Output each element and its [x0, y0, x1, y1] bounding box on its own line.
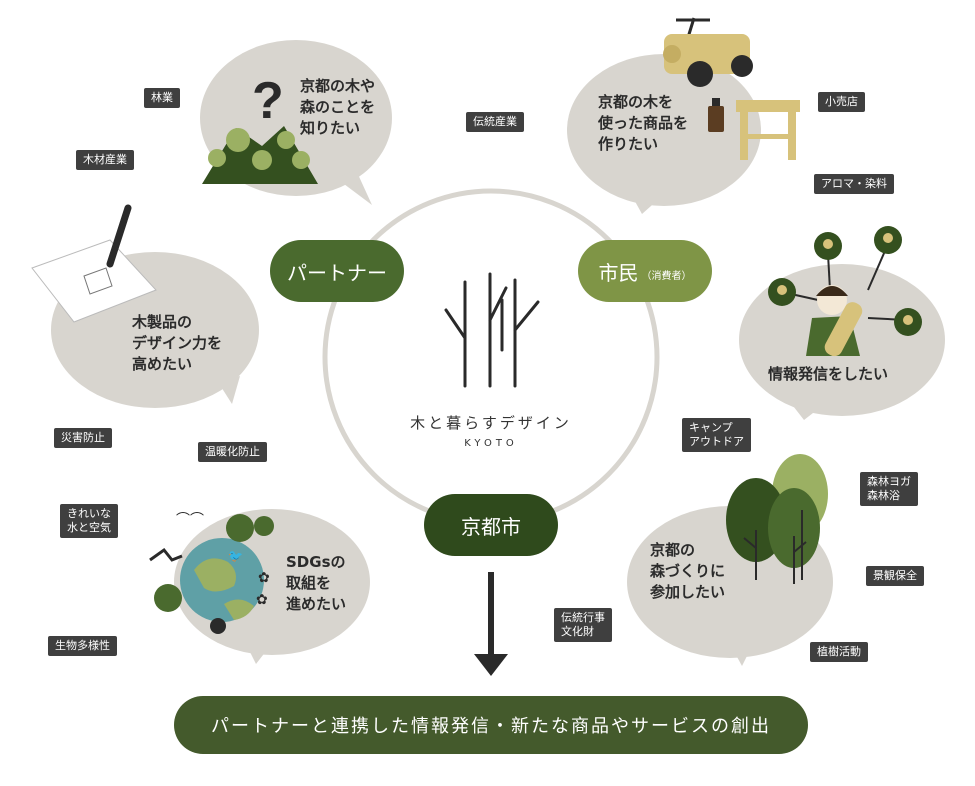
line: 伝統行事	[561, 611, 605, 624]
wooden-stool-icon	[736, 100, 800, 160]
line: キャンプ	[689, 421, 733, 434]
line: 森のことを	[300, 98, 376, 116]
tag-traditional-industry: 伝統産業	[466, 112, 524, 132]
tag-tree-planting: 植樹活動	[810, 642, 868, 662]
line: SDGsの	[286, 553, 346, 571]
forest-trees-icon	[726, 454, 828, 584]
line: デザイン力を	[132, 334, 223, 352]
tag-biodiversity: 生物多様性	[48, 636, 117, 656]
tag-forestry-industry: 林業	[144, 88, 180, 108]
bottom-banner-text: パートナーと連携した情報発信・新たな商品やサービスの創出	[211, 716, 771, 737]
bubble-use-products	[567, 54, 761, 206]
tag-aroma-dye: アロマ・染料	[814, 174, 894, 194]
drafting-pen-icon	[31, 204, 157, 323]
tag-retail: 小売店	[818, 92, 865, 112]
line: 作りたい	[598, 135, 659, 153]
line: 水と空気	[67, 521, 111, 534]
line: 使った商品を	[598, 114, 689, 132]
logo-subtitle: KYOTO	[464, 438, 518, 449]
line: 京都の	[650, 541, 696, 559]
tag-lumber-industry: 木材産業	[76, 150, 134, 170]
node-citizen-sub: （消費者）	[641, 270, 692, 282]
tag-landscape: 景観保全	[866, 566, 924, 586]
person-with-log-icon	[768, 226, 922, 357]
forest-hill-icon	[202, 126, 318, 184]
bubble-text-use-products: 京都の木を 使った商品を 作りたい	[598, 92, 688, 155]
line: 進めたい	[286, 595, 347, 613]
line: 京都の木を	[598, 93, 674, 111]
tag-camp-outdoor: キャンプ アウトドア	[682, 418, 751, 452]
bubble-text-share-info: 情報発信をしたい	[768, 365, 889, 383]
down-arrow-icon	[474, 572, 508, 676]
node-partner-label: パートナー	[287, 260, 387, 285]
bottom-banner: パートナーと連携した情報発信・新たな商品やサービスの創出	[174, 696, 808, 754]
line: 森林ヨガ	[867, 475, 911, 488]
tag-clean-water: きれいな 水と空気	[60, 504, 118, 538]
node-citizen-label: 市民	[598, 260, 639, 285]
line: 参加したい	[650, 583, 726, 601]
tag-warming: 温暖化防止	[198, 442, 267, 462]
svg-text:🐦: 🐦	[228, 549, 243, 563]
tag-disaster: 災害防止	[54, 428, 112, 448]
svg-text:✿: ✿	[258, 570, 270, 586]
globe-with-trees-icon: ⌒⌒ ✿ ✿ 🐦	[149, 512, 274, 634]
line: 木製品の	[132, 313, 193, 331]
node-city: 京都市	[424, 494, 558, 556]
node-partner: パートナー	[270, 240, 404, 302]
line: きれいな	[67, 507, 111, 520]
aroma-bottle-icon	[708, 98, 724, 132]
bubble-text-sdgs: SDGsの 取組を 進めたい	[286, 552, 346, 615]
line: 森づくりに	[650, 562, 726, 580]
logo-name: 木と暮らすデザイン	[410, 414, 572, 432]
wood-toy-car-icon	[663, 17, 753, 87]
svg-text:⌒⌒: ⌒⌒	[176, 512, 204, 528]
line: 文化財	[561, 625, 594, 638]
question-mark-icon: ?	[252, 72, 284, 130]
line: 取組を	[286, 574, 332, 592]
tag-tradition-events: 伝統行事 文化財	[554, 608, 612, 642]
bubble-text-design: 木製品の デザイン力を 高めたい	[132, 312, 222, 375]
line: 高めたい	[132, 355, 193, 373]
bubble-text-forestry: 京都の 森づくりに 参加したい	[650, 540, 725, 603]
node-citizen: 市民（消費者）	[578, 240, 712, 302]
bubble-text-know-forest: 京都の木や 森のことを 知りたい	[300, 76, 375, 139]
svg-text:✿: ✿	[256, 592, 268, 608]
line: アウトドア	[689, 435, 744, 448]
tag-forest-yoga: 森林ヨガ 森林浴	[860, 472, 918, 506]
tree-logo-icon	[444, 272, 540, 388]
line: 知りたい	[300, 119, 361, 137]
node-city-label: 京都市	[461, 514, 521, 539]
line: 京都の木や	[300, 77, 376, 95]
line: 森林浴	[867, 489, 900, 502]
